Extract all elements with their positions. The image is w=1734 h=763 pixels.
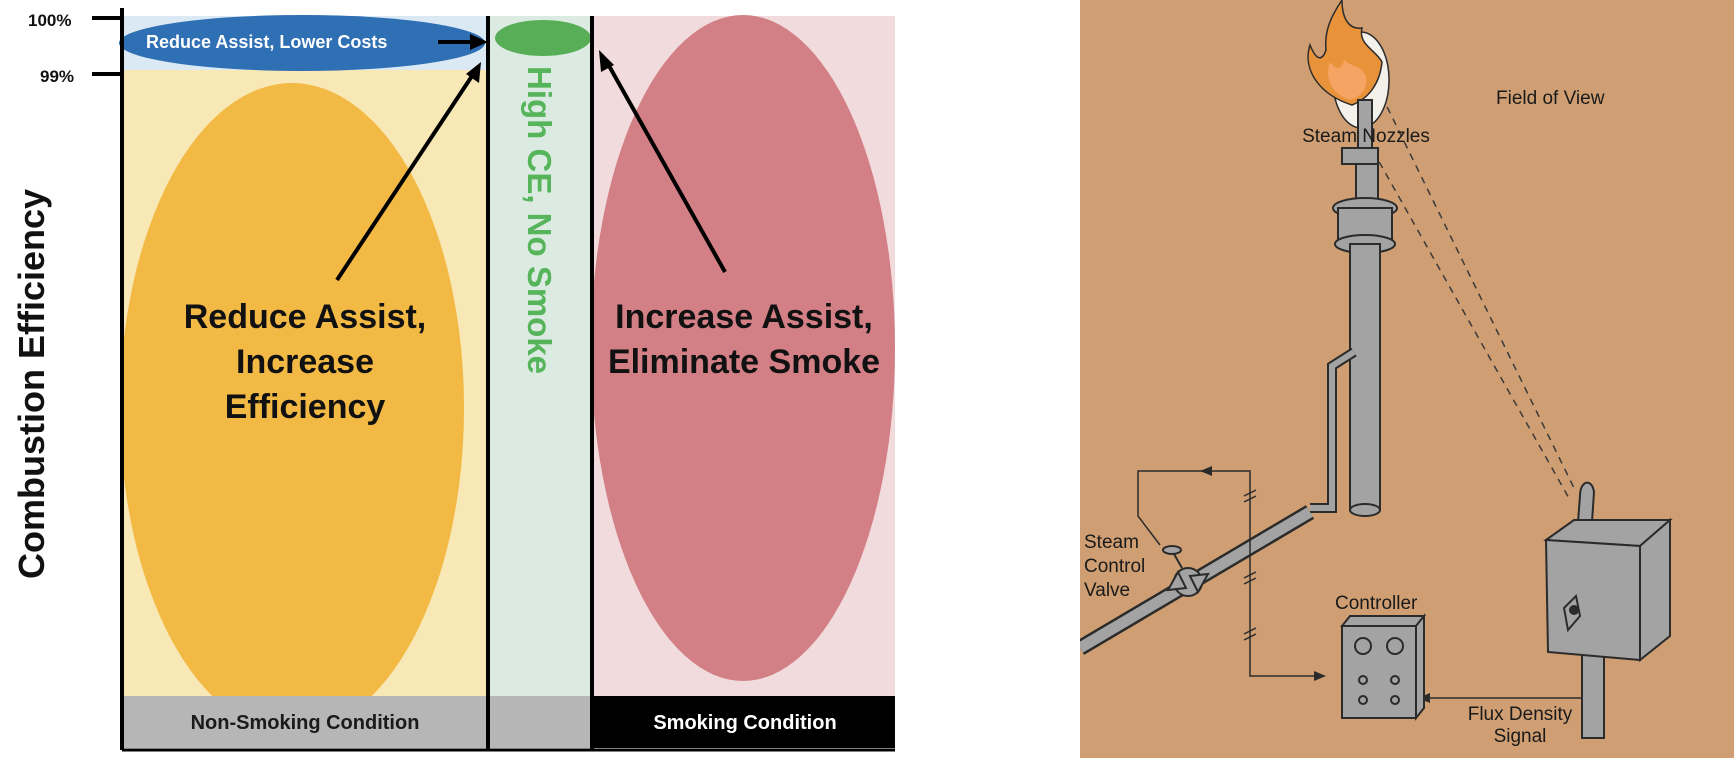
increase-arrow-head <box>599 50 614 72</box>
field-of-view-label: Field of View <box>1496 88 1605 109</box>
steam-control-valve-label-1: Steam <box>1084 532 1139 553</box>
flux-density-label-1: Flux Density <box>1468 704 1573 725</box>
non-smoking-label: Non-Smoking Condition <box>191 712 420 734</box>
increase-arrow-shaft <box>606 63 727 273</box>
controller-box <box>1339 613 1427 721</box>
break-mark-6 <box>1243 633 1257 641</box>
reduce-arrow-head <box>466 62 481 83</box>
tick-label-99: 99% <box>40 67 74 86</box>
smoking-label: Smoking Condition <box>653 712 836 734</box>
break-mark-3 <box>1243 571 1257 579</box>
efficiency-diagram: Combustion Efficiency 100% 99% Reduce As… <box>11 8 895 752</box>
left-region-label-line1: Reduce Assist, <box>184 298 427 336</box>
break-mark-4 <box>1243 577 1257 585</box>
left-region-label-line2: Increase <box>236 343 374 381</box>
valve-signal-wire <box>1137 470 1314 677</box>
view-line-lower <box>1359 127 1571 501</box>
sensor-front <box>1544 538 1641 662</box>
steam-control-valve <box>1162 545 1210 597</box>
arrows <box>335 40 727 282</box>
valve-flange-right <box>1188 572 1210 595</box>
non-smoking-bar <box>122 696 488 748</box>
break-mark-2 <box>1243 495 1257 503</box>
controller-label: Controller <box>1335 593 1418 614</box>
middle-bar <box>488 696 590 748</box>
break-mark-5 <box>1243 627 1257 635</box>
steam-control-valve-label-3: Valve <box>1084 580 1130 601</box>
tick-label-100: 100% <box>28 11 71 30</box>
controller-knob-1 <box>1358 675 1368 685</box>
reduce-arrow-shaft <box>335 74 474 282</box>
field-of-view-lines <box>1359 71 1577 501</box>
lower-costs-ellipse <box>119 15 485 71</box>
flare-stack <box>1332 99 1398 517</box>
sensor-post <box>1581 645 1605 739</box>
wire-arrow-1 <box>1200 466 1212 476</box>
steam-nozzles-label: Steam Nozzles <box>1302 126 1430 147</box>
steam-control-valve-label-2: Control <box>1084 556 1145 577</box>
sensor-lens-hood <box>1576 481 1596 523</box>
stack-column <box>1349 243 1381 511</box>
right-region-label-line2: Eliminate Smoke <box>608 343 880 381</box>
sensor-bolt <box>1569 605 1579 615</box>
optimal-point-ellipse <box>495 20 591 56</box>
controller-knob-3 <box>1358 695 1368 705</box>
valve-flange-left <box>1166 569 1188 592</box>
flame-icon <box>1307 0 1383 106</box>
controller-dial-2 <box>1386 637 1404 655</box>
controller-knob-4 <box>1390 695 1400 705</box>
flare-control-diagram: Steam Nozzles Field of View Steam Contro… <box>1075 0 1734 758</box>
sensor-side <box>1639 517 1671 663</box>
left-region-label-line3: Efficiency <box>225 388 386 426</box>
flux-sensor <box>1543 481 1673 739</box>
reduce-assist-ellipse <box>120 83 464 733</box>
controller-front <box>1341 625 1417 719</box>
middle-region-label: High CE, No Smoke <box>521 66 558 374</box>
break-mark-1 <box>1243 489 1257 497</box>
flux-density-label-2: Signal <box>1494 726 1547 747</box>
smoking-bar <box>593 696 895 748</box>
controller-side <box>1415 613 1425 721</box>
stack-base <box>1349 503 1381 517</box>
flare-control-svg: Steam Nozzles Field of View Steam Contro… <box>1075 0 1734 758</box>
efficiency-diagram-svg: Combustion Efficiency 100% 99% Reduce As… <box>11 8 895 752</box>
top-ellipse-label: Reduce Assist, Lower Costs <box>146 32 387 52</box>
optimal-region <box>488 16 590 696</box>
top-arrow-head <box>470 34 488 50</box>
valve-stem <box>1173 553 1183 569</box>
valve-handwheel <box>1162 545 1182 555</box>
controller-top <box>1339 615 1427 627</box>
y-axis-label: Combustion Efficiency <box>11 189 52 579</box>
right-region-label-line1: Increase Assist, <box>615 298 873 336</box>
wire-arrow-2 <box>1314 671 1326 681</box>
increase-assist-ellipse <box>591 15 895 681</box>
controller-dial-1 <box>1354 637 1372 655</box>
tip-flange <box>1341 147 1379 165</box>
controller-knob-2 <box>1390 675 1400 685</box>
